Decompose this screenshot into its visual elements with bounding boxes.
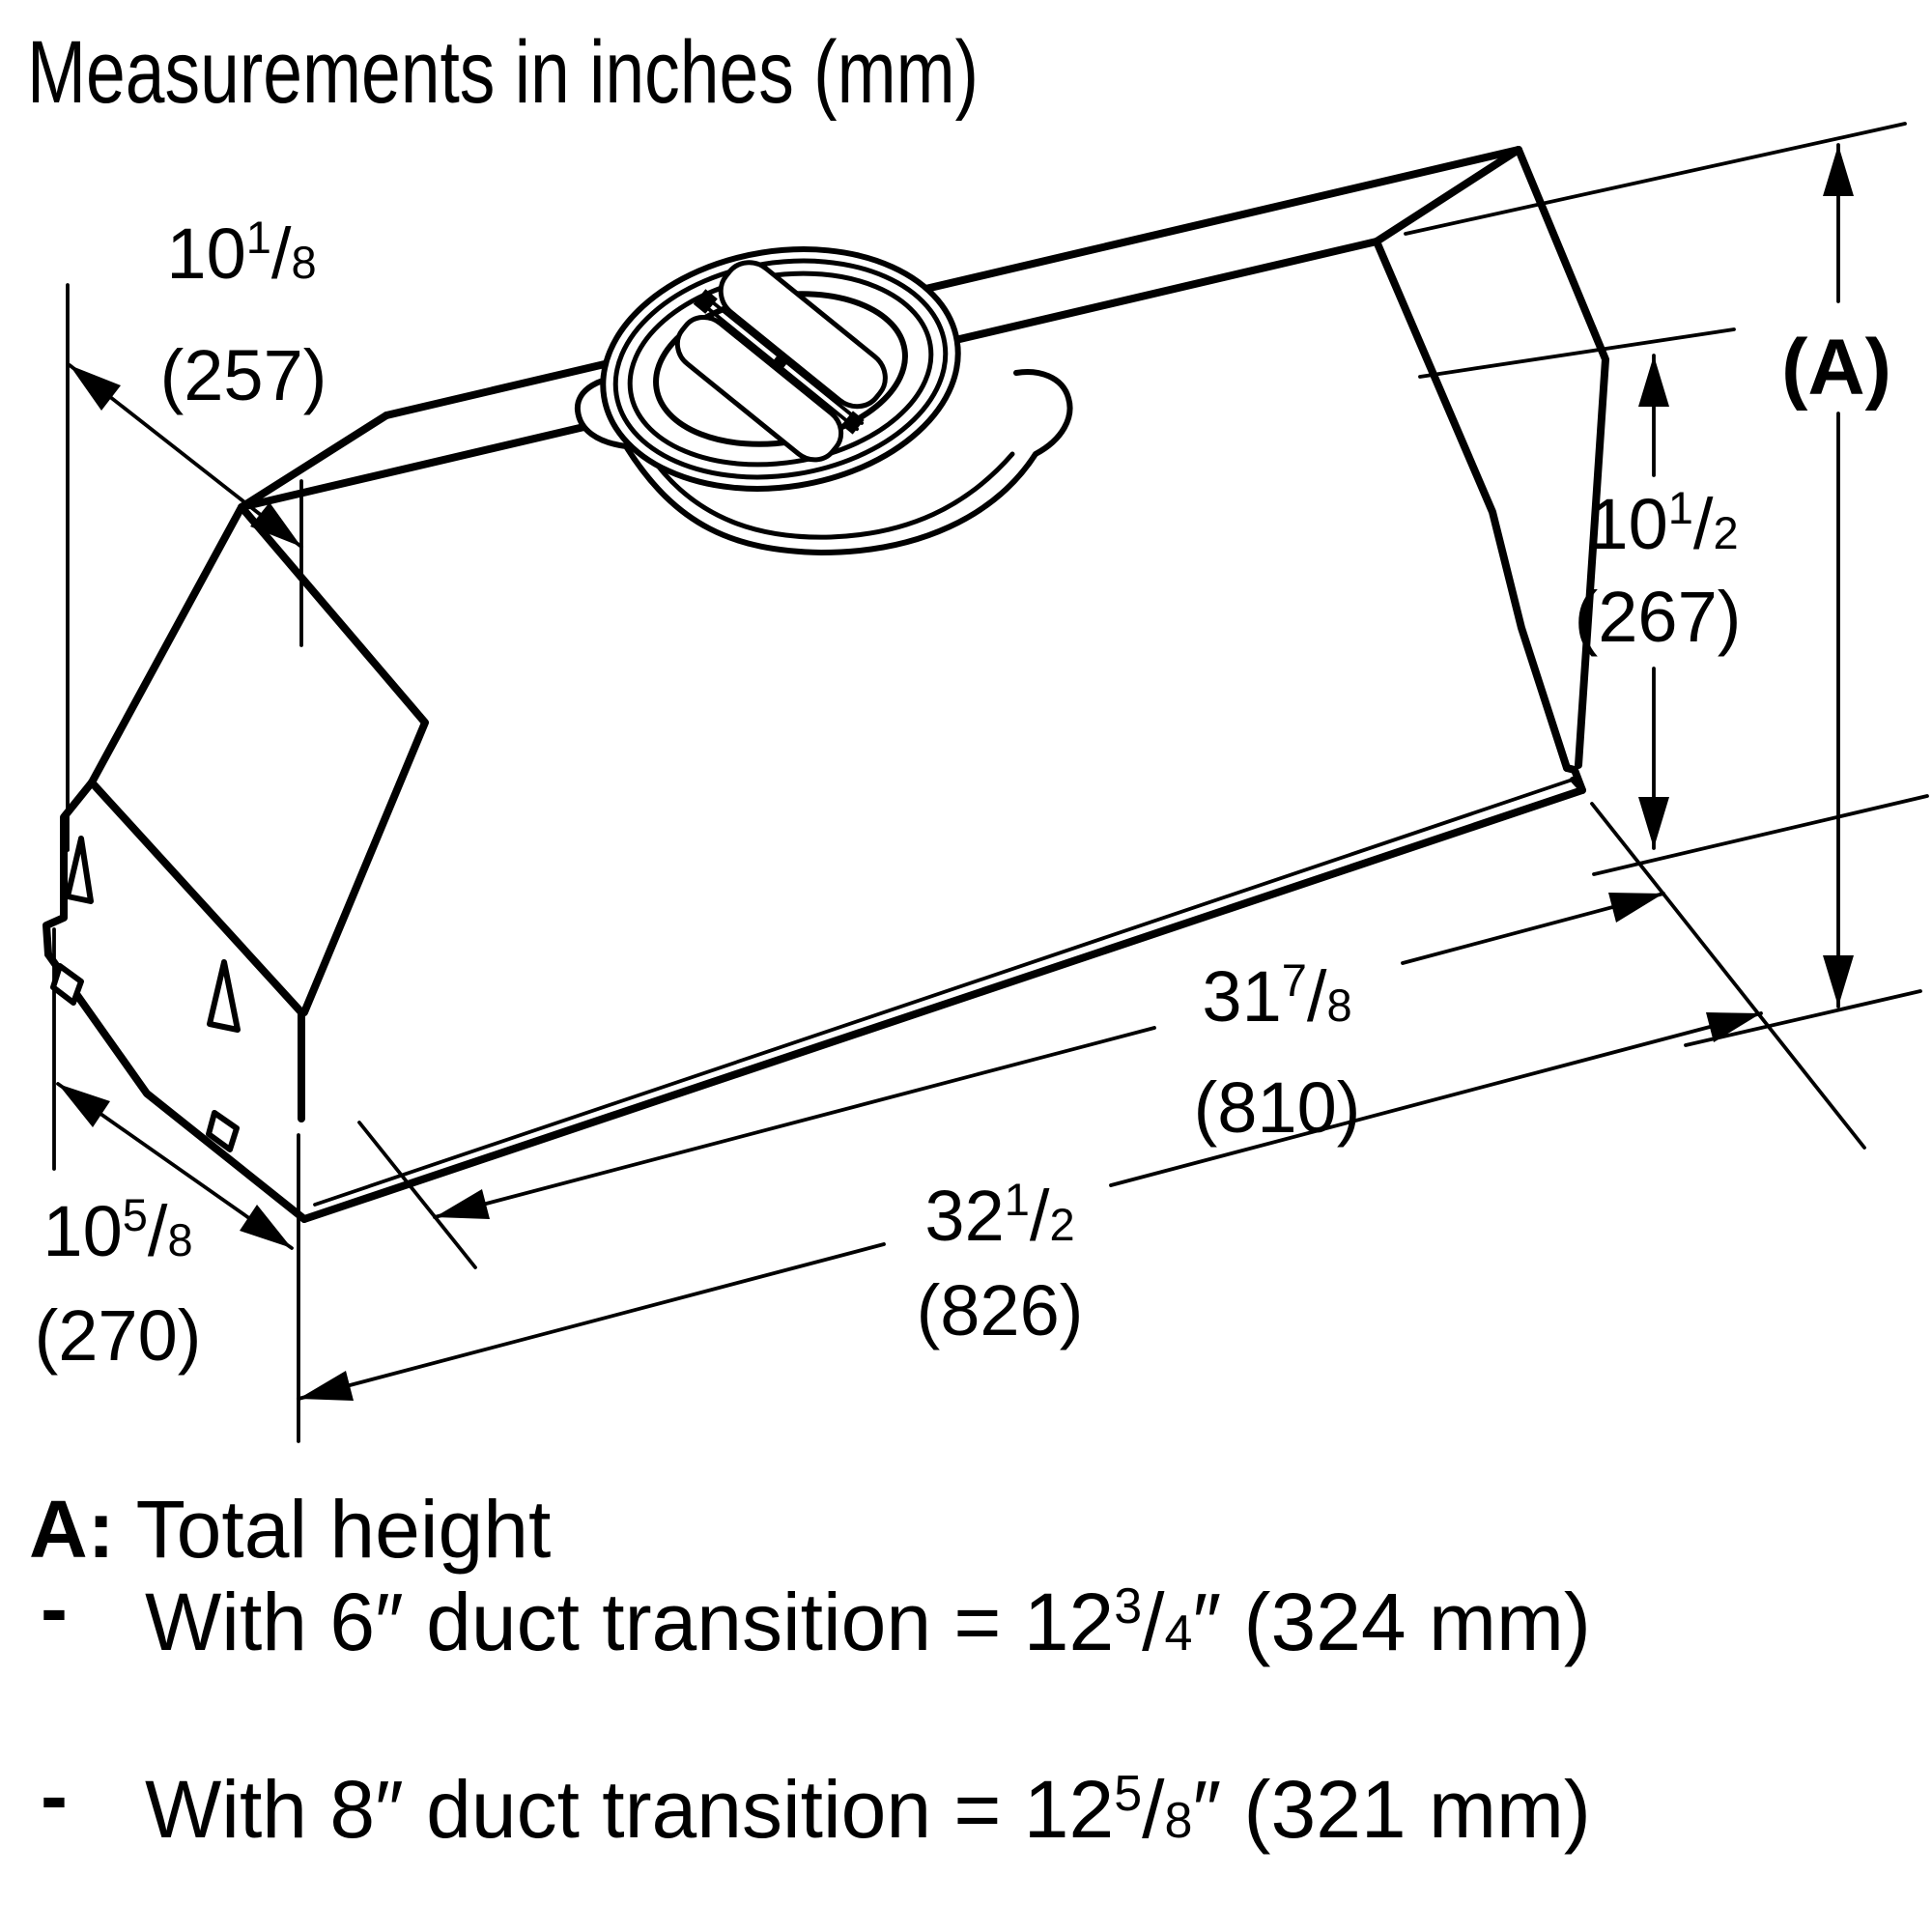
hood-right-top-edge bbox=[1373, 146, 1522, 245]
arrowhead bbox=[58, 1084, 110, 1127]
damper-assembly bbox=[674, 260, 888, 463]
note-duct8: With 8″ duct transition = 125/8″ (321 mm… bbox=[145, 1764, 1591, 1855]
footnotes: A:Total height - With 6″ duct transition… bbox=[29, 1484, 1591, 1855]
hood-left-wall-top bbox=[88, 779, 305, 1016]
dim-bottom-depth-mm: (270) bbox=[35, 1295, 202, 1376]
arrowhead bbox=[298, 1371, 354, 1401]
hood-left-crease bbox=[238, 503, 429, 1016]
hood-rim-front-edge bbox=[300, 786, 1586, 1223]
note-duct6: With 6″ duct transition = 123/4″ (324 mm… bbox=[145, 1577, 1591, 1667]
arrowhead bbox=[435, 1189, 490, 1219]
collar-skirt-inner-line bbox=[646, 451, 1015, 540]
arrowhead bbox=[1638, 355, 1669, 407]
ext-line-total-height-bottom bbox=[1684, 989, 1922, 1047]
hinge-pin-center bbox=[769, 351, 791, 373]
arrowhead bbox=[240, 1205, 292, 1248]
hood-left-top-edge bbox=[238, 412, 390, 511]
ext-line-total-height-top bbox=[1404, 122, 1907, 236]
ext-line-width-right bbox=[1590, 802, 1866, 1150]
arrowhead bbox=[1638, 797, 1669, 848]
hood-right-slope-front bbox=[1373, 238, 1571, 772]
hood-left-hip-edge bbox=[88, 503, 245, 786]
flange-foot-1 bbox=[50, 963, 84, 1006]
note-bullet-2: - bbox=[41, 1750, 68, 1841]
collar-ring-mid bbox=[612, 258, 949, 480]
arrowhead bbox=[1608, 893, 1663, 923]
dim-body-height-value: 101/2 bbox=[1588, 482, 1738, 564]
arrowhead bbox=[1706, 1012, 1761, 1042]
mounting-bracket-2 bbox=[207, 959, 241, 1033]
dim-line-outer-width bbox=[297, 1011, 1763, 1401]
note-bullet-1: - bbox=[41, 1563, 68, 1654]
dimension-lines bbox=[52, 122, 1929, 1443]
dim-inner-width-value: 317/8 bbox=[1202, 954, 1351, 1037]
dim-body-height-mm: (267) bbox=[1575, 577, 1742, 657]
dim-line-inner-width bbox=[433, 892, 1665, 1219]
hood-back-top-edge bbox=[383, 146, 1522, 419]
dim-top-depth-mm: (257) bbox=[160, 335, 327, 415]
dim-bottom-depth-value: 105/8 bbox=[43, 1189, 192, 1271]
ext-line-inner-width-left bbox=[357, 1121, 477, 1269]
ext-line-body-height-top bbox=[1418, 327, 1736, 379]
hood-flange-left-edge bbox=[44, 951, 308, 1223]
dimension-labels: 101/8 (257) (A) 101/2 (267) 317/8 (810) … bbox=[35, 212, 1891, 1376]
dim-top-depth-value: 101/8 bbox=[166, 212, 316, 294]
hood-right-slope-back bbox=[1515, 146, 1609, 769]
hinge-pin-right bbox=[841, 411, 865, 435]
hood-rim-inner-edge bbox=[313, 778, 1575, 1207]
arrowhead bbox=[1823, 145, 1854, 196]
arrowhead bbox=[70, 365, 121, 411]
hood-drawing bbox=[43, 146, 1609, 1223]
diagram-title: Measurements in inches (mm) bbox=[27, 23, 979, 122]
note-key-line: A:Total height bbox=[29, 1484, 551, 1575]
mounting-bracket-1 bbox=[65, 836, 94, 904]
arrowhead bbox=[250, 502, 301, 547]
duct-collar bbox=[574, 246, 1073, 555]
hood-left-wall-edge bbox=[43, 779, 96, 958]
dim-outer-width-mm: (826) bbox=[917, 1270, 1084, 1350]
hood-rim-right-step bbox=[1563, 764, 1586, 794]
arrowhead bbox=[1823, 955, 1854, 1007]
ext-line-body-height-bottom bbox=[1592, 794, 1929, 876]
flange-foot-2 bbox=[206, 1110, 240, 1152]
dim-outer-width-value: 321/2 bbox=[924, 1174, 1074, 1256]
dim-total-height-ref: (A) bbox=[1781, 324, 1891, 412]
hinge-pin-left bbox=[693, 289, 718, 314]
collar-skirt-outline bbox=[574, 369, 1073, 555]
dim-inner-width-mm: (810) bbox=[1194, 1067, 1361, 1148]
